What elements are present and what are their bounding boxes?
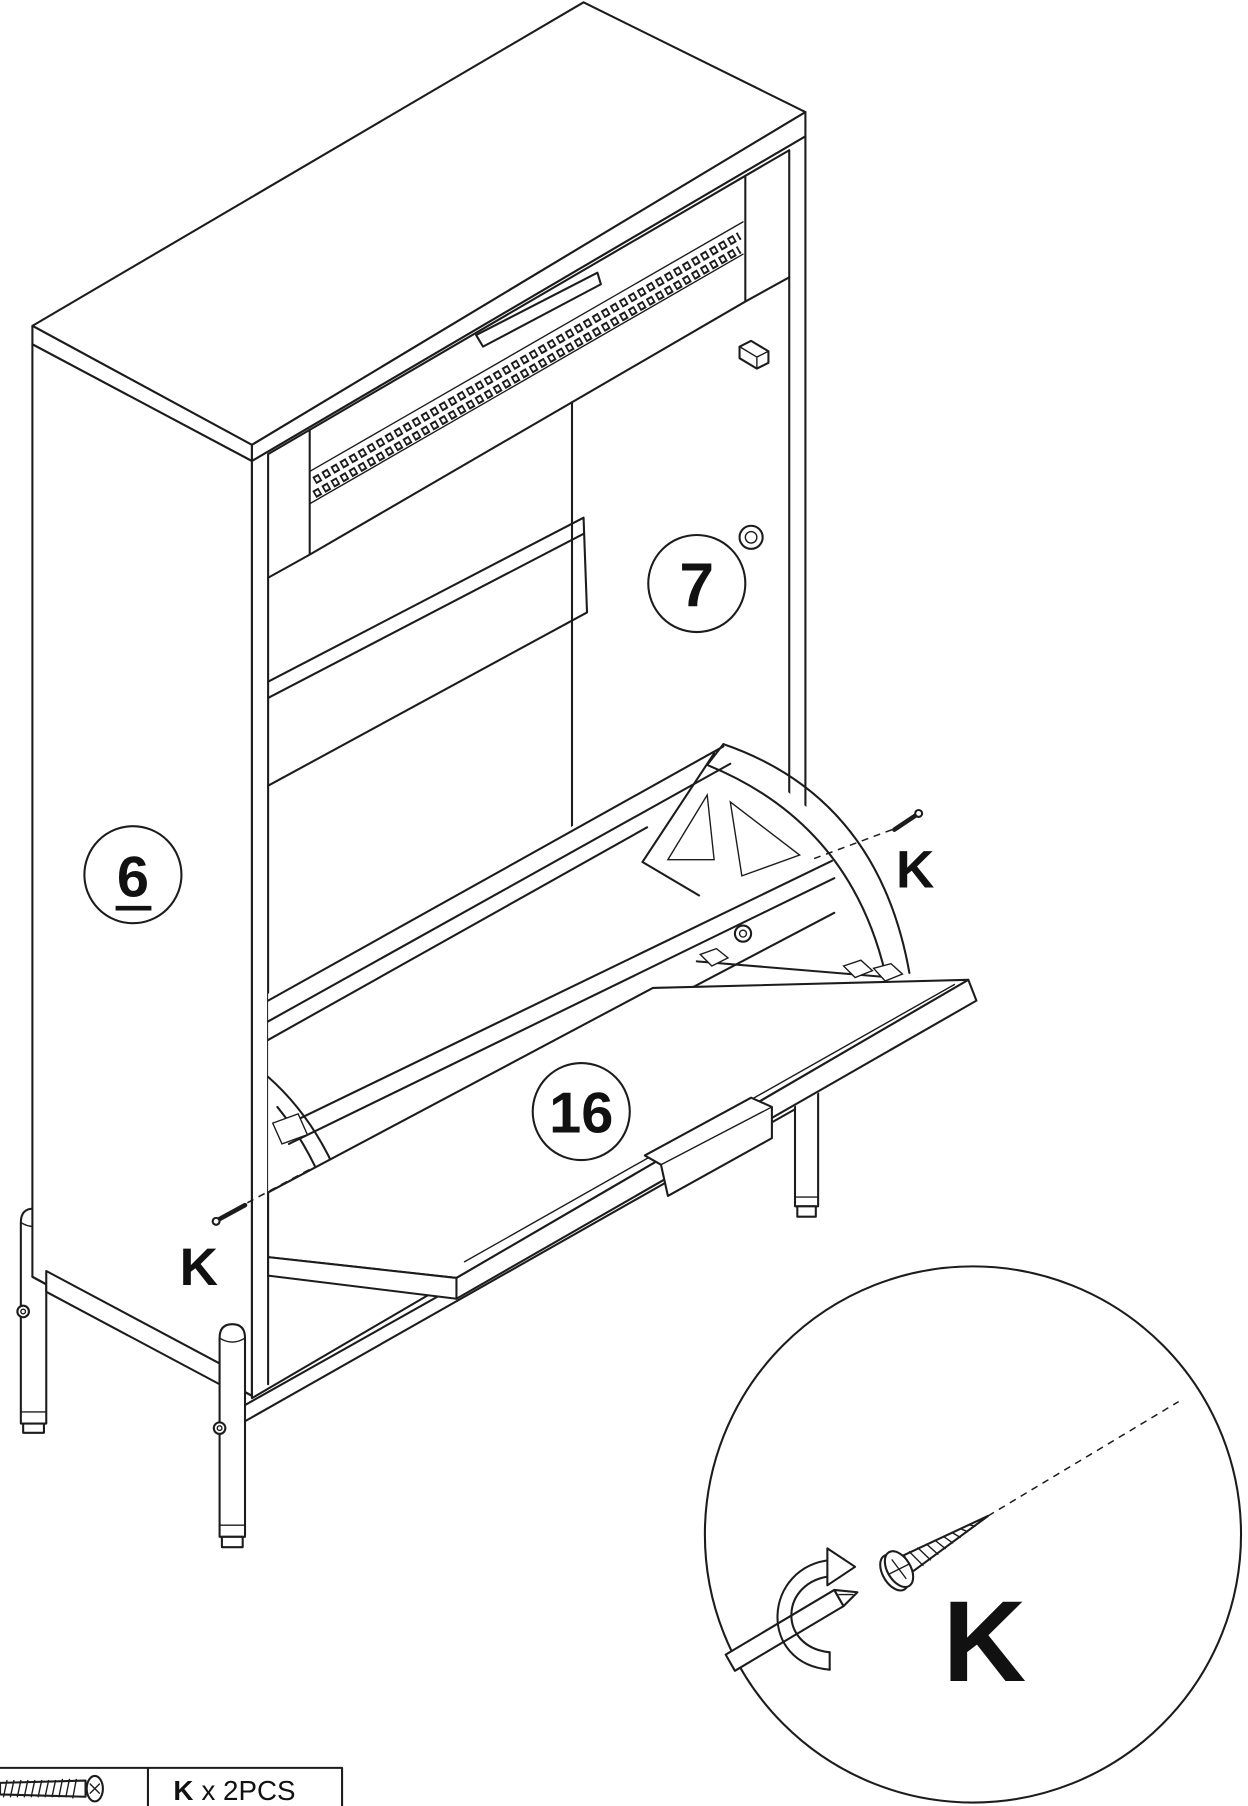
detail-magnifier: K xyxy=(703,1265,1243,1804)
part-label-7: 7 xyxy=(679,552,714,621)
perforated-strip xyxy=(309,221,744,505)
callout-7: 7 xyxy=(647,533,747,634)
screw-label-left: K xyxy=(180,1238,218,1297)
screw-detail-icon xyxy=(879,1514,990,1592)
cabinet-top-panel xyxy=(31,1,807,463)
hinge-bolt xyxy=(733,924,753,943)
legend-code: K xyxy=(173,1775,193,1806)
screw-label-detail: K xyxy=(943,1577,1026,1706)
leg-bolt xyxy=(16,1304,30,1319)
left-screw xyxy=(211,1168,311,1226)
cam-lock-icon xyxy=(738,524,764,550)
part-label-16: 16 xyxy=(549,1081,613,1145)
rotate-clockwise-icon xyxy=(776,1547,857,1671)
flap-handle xyxy=(643,1096,773,1197)
legend-quantity: x 2PCS xyxy=(201,1775,295,1806)
middle-board xyxy=(267,516,589,787)
screwdriver-icon xyxy=(724,1588,859,1672)
part-label-6: 6 xyxy=(117,846,149,910)
screw-legend-icon xyxy=(0,1774,104,1803)
top-handle xyxy=(475,271,602,348)
screw-label-right: K xyxy=(896,840,934,899)
front-left-leg xyxy=(212,1323,247,1549)
callout-16: 16 xyxy=(531,1061,631,1162)
stopper-block xyxy=(738,339,770,370)
front-right-leg xyxy=(793,1085,820,1218)
right-bracket xyxy=(641,743,911,982)
leg-bolt xyxy=(212,1421,227,1435)
right-screw xyxy=(810,808,924,861)
callout-6: 6 xyxy=(83,825,183,925)
